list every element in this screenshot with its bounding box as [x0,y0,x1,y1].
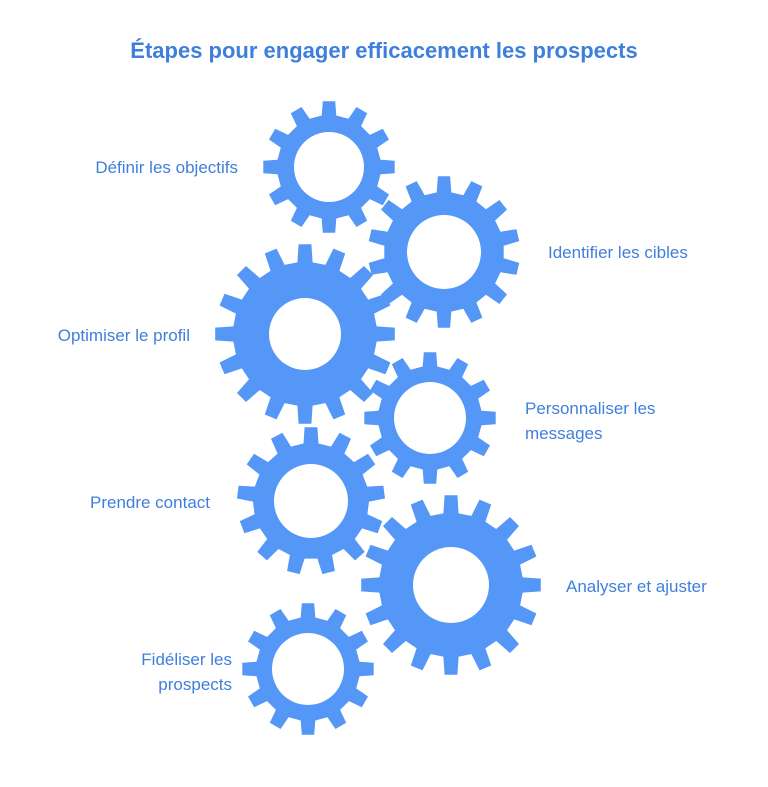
gear-5 [237,427,385,575]
gear-6 [361,495,541,675]
gear-2 [368,176,520,328]
step-label-make-contact: Prendre contact [89,493,210,512]
gear-7 [242,603,374,735]
gear-1 [263,101,395,233]
step-label-analyze-adjust: Analyser et ajuster [566,577,707,596]
gear-hole [272,633,344,705]
diagram-title: Étapes pour engager efficacement les pro… [130,38,638,63]
gear-hole [294,132,364,202]
gear-hole [274,464,348,538]
gear-hole [407,215,481,289]
step-label-optimize-profile: Optimiser le profil [57,326,190,345]
step-label-retain-prospects: Fidéliser les prospects [141,650,232,694]
step-label-define-objectives: Définir les objectifs [95,158,238,177]
gear-hole [269,298,341,370]
gear-4 [364,352,496,484]
gear-hole [413,547,489,623]
gear-3 [215,244,395,424]
step-label-personalize-messages: Personnaliser les messages [525,399,656,443]
step-label-identify-targets: Identifier les cibles [548,243,688,262]
gear-hole [394,382,466,454]
